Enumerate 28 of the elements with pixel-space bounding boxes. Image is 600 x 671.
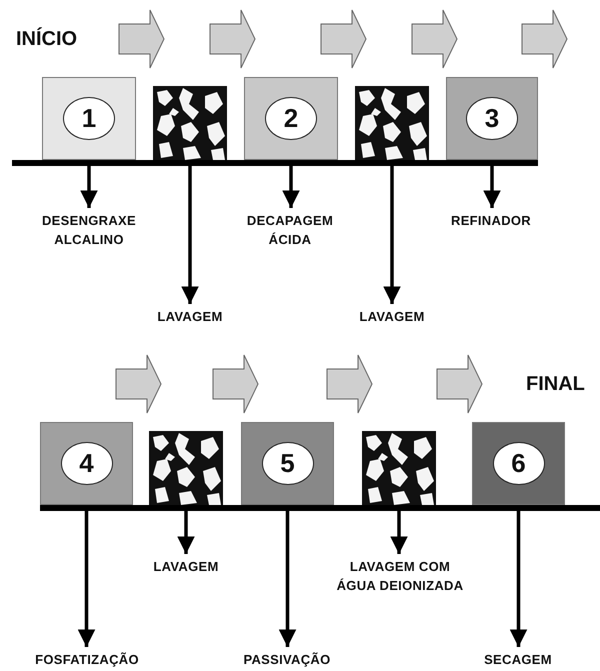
step-number: 6 [492, 442, 544, 485]
step-label: LAVAGEM [131, 557, 241, 576]
step-label: SECAGEM [458, 650, 578, 669]
stage-label: INÍCIO [16, 28, 78, 51]
step-label: LAVAGEM [337, 307, 447, 326]
step-label: REFINADOR [431, 211, 551, 230]
rinse-tank [149, 431, 223, 505]
step-label: DECAPAGEM ÁCIDA [240, 211, 340, 249]
step-number: 1 [63, 97, 115, 140]
step-number: 2 [265, 97, 317, 140]
process-tank [446, 77, 538, 160]
process-tank [241, 422, 334, 505]
step-label: LAVAGEM [135, 307, 245, 326]
rinse-tank [362, 431, 436, 505]
process-tank [42, 77, 136, 160]
process-tank [244, 77, 338, 160]
process-tank [40, 422, 133, 505]
step-number: 4 [60, 442, 112, 485]
rinse-tank [355, 86, 429, 160]
step-label: DESENGRAXE ALCALINO [14, 211, 164, 249]
rinse-tank [153, 86, 227, 160]
step-label: PASSIVAÇÃO [222, 650, 352, 669]
step-number: 3 [466, 97, 518, 140]
stage-label: FINAL [526, 373, 585, 396]
step-number: 5 [262, 442, 314, 485]
step-label: FOSFATIZAÇÃO [2, 650, 172, 669]
process-tank [472, 422, 565, 505]
step-label: LAVAGEM COM ÁGUA DEIONIZADA [329, 557, 471, 595]
